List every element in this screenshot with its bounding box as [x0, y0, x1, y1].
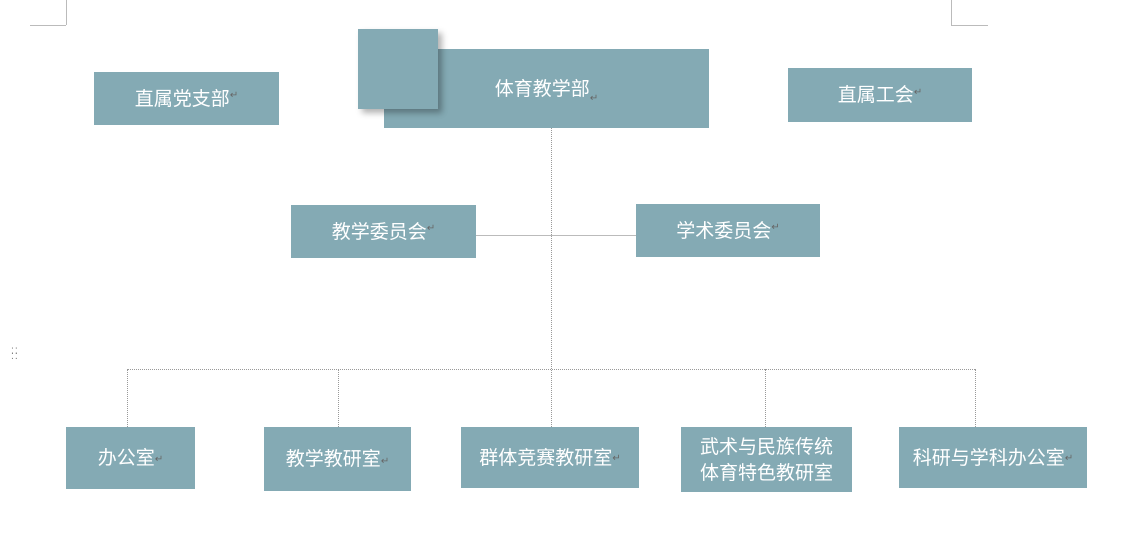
unit-box[interactable]: 武术与民族传统体育特色教研室 — [681, 427, 852, 492]
box-label-line: 体育特色教研室 — [699, 461, 833, 484]
unit-box[interactable]: 科研与学科办公室↵ — [899, 427, 1087, 488]
drag-handle-icon[interactable]: ⁚⁚⁚⁚ — [11, 347, 19, 362]
paragraph-mark: ↵ — [154, 454, 164, 465]
paragraph-mark: ↵ — [229, 90, 239, 101]
paragraph-mark: ↵ — [1064, 453, 1074, 464]
paragraph-mark: ↵ — [771, 222, 780, 233]
paragraph-mark: ↵ — [380, 456, 390, 467]
box-label: 教学委员会 — [331, 220, 427, 243]
page-corner-mark — [30, 25, 66, 26]
connector — [975, 369, 976, 427]
box-label: 科研与学科办公室 — [912, 446, 1065, 469]
unit-box[interactable]: 教学教研室↵ — [264, 427, 411, 491]
connector — [476, 235, 636, 236]
root-box[interactable]: 体育教学部↵ — [384, 49, 709, 128]
paragraph-mark: ↵ — [426, 223, 436, 234]
box-label: 直属党支部 — [134, 87, 230, 110]
box-label: 学术委员会 — [676, 219, 772, 242]
paragraph-mark: ↵ — [589, 93, 599, 104]
unit-box[interactable]: 群体竞赛教研室↵ — [461, 427, 639, 488]
teaching-committee-box[interactable]: 教学委员会↵ — [291, 205, 476, 258]
union-box[interactable]: 直属工会↵ — [788, 68, 972, 122]
page-corner-mark — [951, 25, 988, 26]
party-branch-box[interactable]: 直属党支部↵ — [94, 72, 279, 125]
unit-box[interactable]: 办公室↵ — [66, 427, 195, 489]
connector — [338, 369, 339, 427]
box-label-line: 武术与民族传统 — [699, 435, 833, 458]
box-label: 教学教研室 — [285, 448, 381, 470]
academic-committee-box[interactable]: 学术委员会↵ — [636, 204, 820, 257]
connector — [765, 369, 766, 427]
root-label: 体育教学部 — [494, 77, 590, 100]
page-corner-mark — [951, 0, 952, 25]
paragraph-mark: ↵ — [612, 453, 621, 464]
connector — [127, 369, 128, 427]
page-corner-mark — [66, 0, 67, 25]
box-label: 直属工会 — [837, 84, 914, 106]
connector — [127, 369, 975, 370]
root-flap — [358, 29, 438, 109]
box-label: 群体竞赛教研室 — [479, 446, 613, 469]
connector — [551, 128, 552, 427]
box-label: 办公室 — [97, 447, 155, 469]
paragraph-mark: ↵ — [913, 87, 923, 98]
